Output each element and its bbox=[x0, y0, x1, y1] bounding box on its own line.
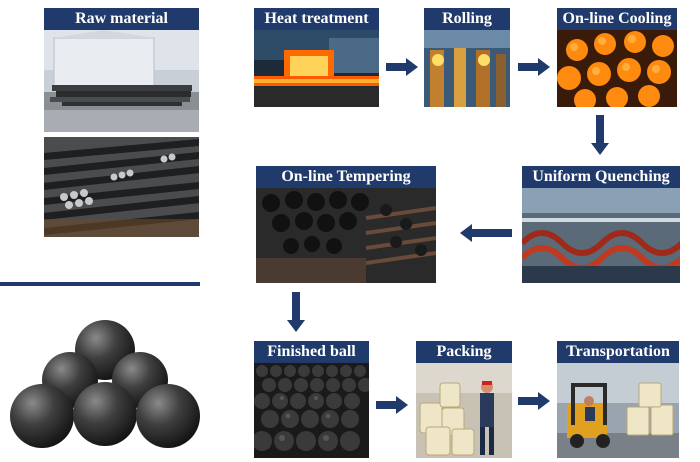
step-label-online-cooling: On-line Cooling bbox=[557, 8, 677, 30]
step-label-heat-treatment: Heat treatment bbox=[254, 8, 379, 30]
step-label-packing: Packing bbox=[416, 341, 512, 363]
raw-material-photo-warehouse bbox=[44, 30, 199, 132]
packing-photo bbox=[416, 363, 512, 458]
finished-ball-photo bbox=[254, 363, 369, 458]
step-label-raw-material: Raw material bbox=[44, 8, 199, 30]
heat-treatment-photo bbox=[254, 30, 379, 107]
arrow-left-icon bbox=[460, 224, 512, 242]
step-label-rolling: Rolling bbox=[424, 8, 510, 30]
step-label-transportation: Transportation bbox=[557, 341, 679, 363]
online-tempering-photo bbox=[256, 188, 436, 283]
uniform-quenching-photo bbox=[522, 188, 680, 283]
step-label-finished-ball: Finished ball bbox=[254, 341, 369, 363]
arrow-down-icon bbox=[591, 115, 609, 155]
rolling-photo bbox=[424, 30, 510, 107]
arrow-down-icon bbox=[287, 292, 305, 332]
raw-material-photo-bars bbox=[44, 137, 199, 237]
grinding-balls-illustration bbox=[8, 318, 203, 458]
arrow-right-icon bbox=[386, 58, 418, 76]
online-cooling-photo bbox=[557, 30, 677, 107]
arrow-right-icon bbox=[376, 396, 408, 414]
section-divider bbox=[0, 282, 200, 286]
arrow-right-icon bbox=[518, 392, 550, 410]
step-label-uniform-quenching: Uniform Quenching bbox=[522, 166, 680, 188]
step-label-online-tempering: On-line Tempering bbox=[256, 166, 436, 188]
arrow-right-icon bbox=[518, 58, 550, 76]
transportation-photo bbox=[557, 363, 679, 458]
